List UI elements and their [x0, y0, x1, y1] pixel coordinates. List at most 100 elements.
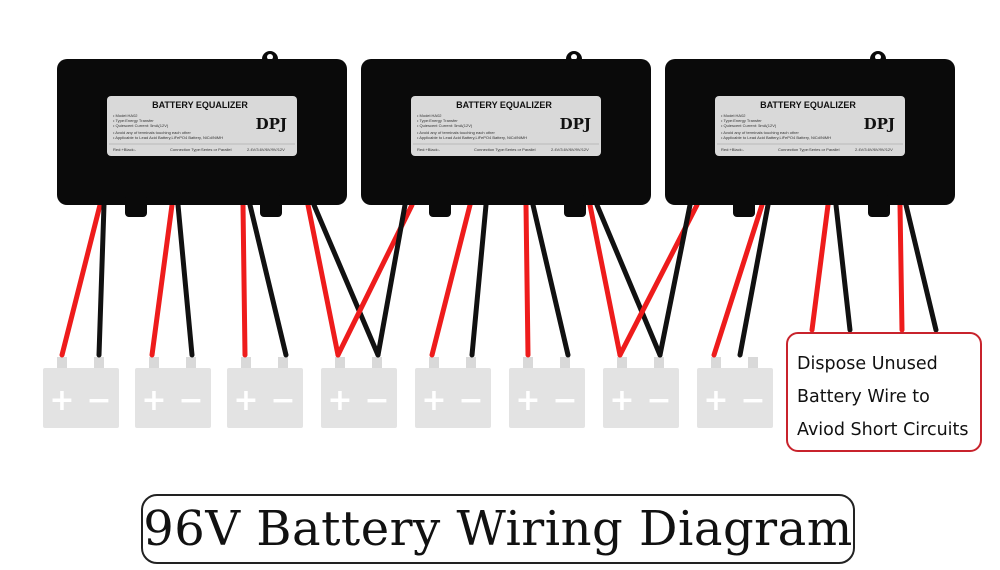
battery-2: + −: [135, 357, 211, 428]
wire-negative: [469, 202, 489, 358]
diagram-caption-box: 96V Battery Wiring Diagram: [141, 494, 855, 564]
minus-symbol: −: [552, 383, 577, 418]
positive-terminal: [617, 357, 627, 369]
spec-line: • Type:Energy Transfer: [417, 118, 458, 123]
label-footer-right: 2.4V/3.6V/6V/9V/12V: [855, 147, 893, 152]
positive-terminal: [335, 357, 345, 369]
positive-terminal: [523, 357, 533, 369]
label-footer-right: 2.4V/3.6V/6V/9V/12V: [247, 147, 285, 152]
spec-line: • Model:HA02: [721, 113, 746, 118]
wire-negative: [375, 202, 408, 358]
battery-1: + −: [43, 357, 119, 428]
spec-line: • Quiescent Current: 5mA(12V): [721, 123, 777, 128]
label-footer-mid: Connection Type:Series or Parallel: [778, 147, 840, 152]
positive-terminal: [429, 357, 439, 369]
spec-line: • Model:HA02: [417, 113, 442, 118]
wire-negative: [175, 202, 195, 358]
wire-positive: [240, 202, 248, 358]
minus-symbol: −: [740, 383, 765, 418]
label-title: BATTERY EQUALIZER: [760, 100, 856, 110]
mounting-hole: [875, 54, 881, 60]
label-footer-left: Red:+Black:-: [417, 147, 441, 152]
negative-terminal: [466, 357, 476, 369]
product-label: [715, 96, 905, 156]
wire-negative-unused: [903, 202, 939, 333]
battery-body: [603, 368, 679, 428]
negative-terminal: [186, 357, 196, 369]
mounting-hole: [267, 54, 273, 60]
unused-wire-warning-note: Dispose Unused Battery Wire to Aviod Sho…: [786, 332, 982, 452]
battery-body: [135, 368, 211, 428]
battery-body: [697, 368, 773, 428]
negative-terminal: [94, 357, 104, 369]
batteries: + − + − + − + − + −: [43, 357, 773, 428]
spec-line: • Quiescent Current: 5mA(12V): [417, 123, 473, 128]
label-footer-left: Red:+Black:-: [113, 147, 137, 152]
plus-symbol: +: [49, 383, 74, 418]
battery-body: [227, 368, 303, 428]
wire-positive: [523, 202, 531, 358]
wire-negative: [247, 202, 289, 358]
label-footer-right: 2.4V/3.6V/6V/9V/12V: [551, 147, 589, 152]
warning-line: • Avoid any of terminals touching each o…: [721, 130, 799, 135]
negative-terminal: [748, 357, 758, 369]
mounting-tab-bottom: [733, 195, 755, 217]
diagram-caption: 96V Battery Wiring Diagram: [143, 501, 853, 557]
spec-line: • Type:Energy Transfer: [113, 118, 154, 123]
battery-body: [415, 368, 491, 428]
label-footer-left: Red:+Black:-: [721, 147, 745, 152]
battery-6: + −: [509, 357, 585, 428]
label-footer-mid: Connection Type:Series or Parallel: [474, 147, 536, 152]
battery-3: + −: [227, 357, 303, 428]
label-footer-mid: Connection Type:Series or Parallel: [170, 147, 232, 152]
wire-positive-unused: [897, 202, 905, 333]
wire-positive: [711, 202, 765, 358]
mounting-tab-bottom: [125, 195, 147, 217]
positive-terminal: [241, 357, 251, 369]
wire-negative: [594, 202, 663, 358]
spec-line: • Quiescent Current: 5mA(12V): [113, 123, 169, 128]
negative-terminal: [372, 357, 382, 369]
wires: [59, 202, 939, 358]
mounting-tab-bottom: [564, 195, 586, 217]
plus-symbol: +: [609, 383, 634, 418]
wire-positive: [305, 202, 341, 358]
warning-line: • Applicable to Lead Acid Battery,LiFePO…: [113, 135, 223, 140]
wire-negative: [96, 202, 107, 358]
mounting-tab-bottom: [868, 195, 890, 217]
battery-5: + −: [415, 357, 491, 428]
product-label: [107, 96, 297, 156]
product-label: [411, 96, 601, 156]
minus-symbol: −: [270, 383, 295, 418]
label-brand: DPJ: [560, 115, 591, 133]
battery-7: + −: [603, 357, 679, 428]
label-title: BATTERY EQUALIZER: [152, 100, 248, 110]
note-line: Aviod Short Circuits: [797, 420, 969, 440]
warning-line: • Applicable to Lead Acid Battery,LiFePO…: [721, 135, 831, 140]
label-brand: DPJ: [864, 115, 895, 133]
negative-terminal: [560, 357, 570, 369]
mounting-tab-bottom: [260, 195, 282, 217]
battery-body: [43, 368, 119, 428]
wire-negative: [530, 202, 571, 358]
mounting-hole: [571, 54, 577, 60]
positive-terminal: [711, 357, 721, 369]
plus-symbol: +: [141, 383, 166, 418]
wire-positive: [59, 202, 103, 358]
wire-negative-unused: [833, 202, 853, 333]
label-brand: DPJ: [256, 115, 287, 133]
plus-symbol: +: [327, 383, 352, 418]
positive-terminal: [149, 357, 159, 369]
battery-equalizer-3: BATTERY EQUALIZER DPJ • Model:HA02 • Typ…: [665, 51, 955, 217]
battery-equalizer-2: BATTERY EQUALIZER DPJ • Model:HA02 • Typ…: [361, 51, 651, 217]
battery-4: + −: [321, 357, 397, 428]
wire-negative: [657, 202, 693, 358]
minus-symbol: −: [646, 383, 671, 418]
battery-body: [321, 368, 397, 428]
battery-body: [509, 368, 585, 428]
negative-terminal: [278, 357, 288, 369]
minus-symbol: −: [178, 383, 203, 418]
minus-symbol: −: [458, 383, 483, 418]
warning-line: • Applicable to Lead Acid Battery,LiFePO…: [417, 135, 527, 140]
